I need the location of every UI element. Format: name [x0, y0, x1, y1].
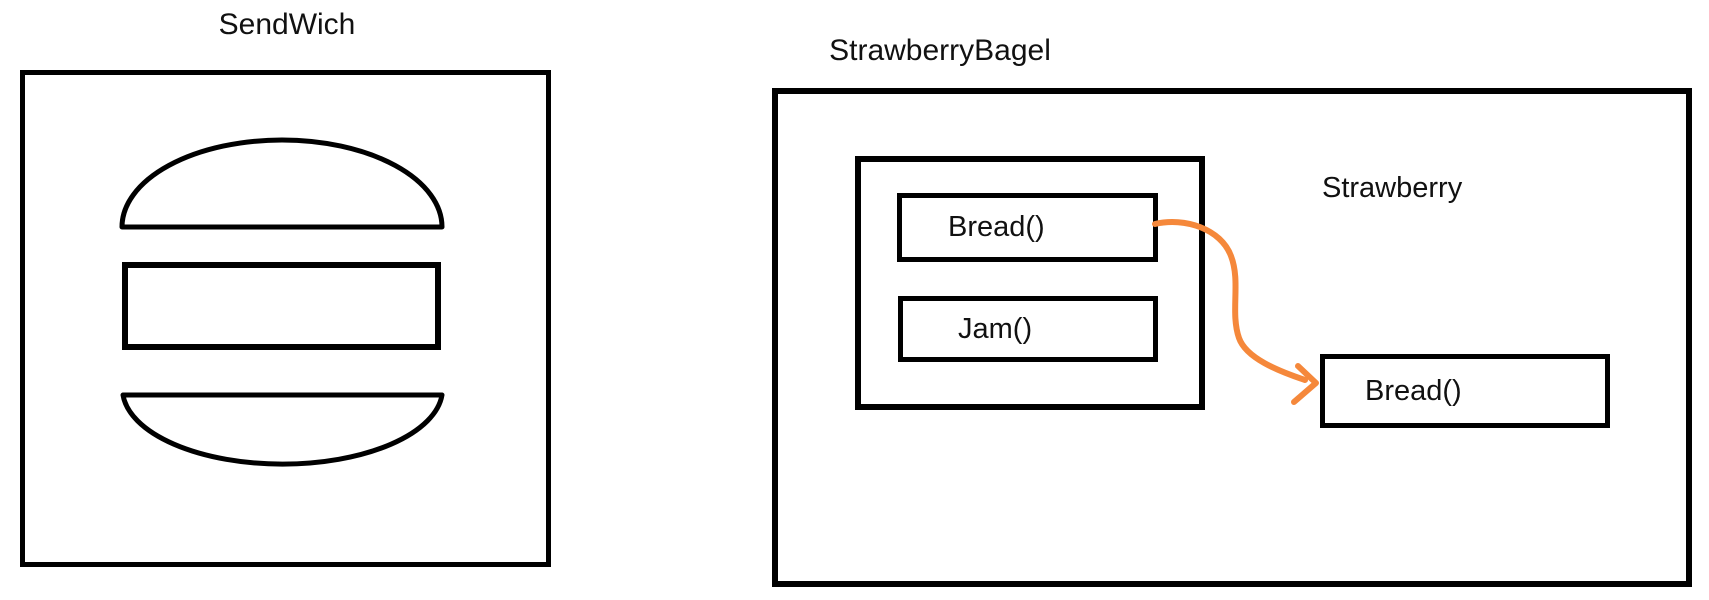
inner-bread-method-box: Bread(): [897, 193, 1158, 262]
strawberrybagel-outer-box: [772, 88, 1692, 587]
inner-bread-method-label: Bread(): [948, 211, 1045, 243]
sandwich-filling-rect: [122, 262, 441, 350]
external-bread-method-label: Bread(): [1365, 374, 1462, 407]
jam-method-box: Jam(): [898, 296, 1158, 362]
sendwich-title: SendWich: [218, 8, 356, 41]
sendwich-box: [20, 70, 551, 567]
jam-method-label: Jam(): [958, 312, 1033, 345]
external-bread-method-box: Bread(): [1320, 354, 1610, 428]
strawberry-label: Strawberry: [1322, 172, 1463, 204]
strawberrybagel-title: StrawberryBagel: [829, 34, 1051, 67]
